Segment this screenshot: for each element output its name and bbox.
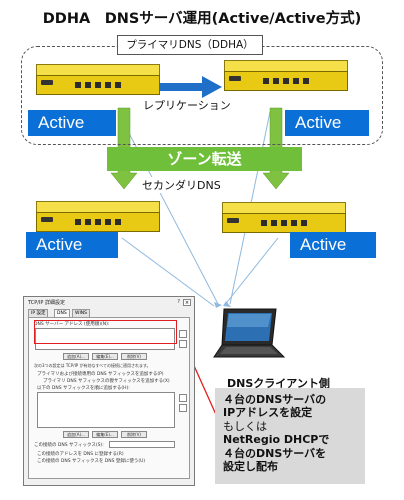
diagram-title: DDHA DNSサーバ運用(Active/Active方式) [42,11,362,27]
note-line-3: もしくは [223,419,267,433]
suffix-list[interactable] [37,392,175,428]
server-primary-2 [224,60,348,91]
note-line-5: ４台のDNSサーバを [223,446,327,460]
primary-dns-label: プライマリDNS（DDHA） [117,35,263,55]
dns-client-label: DNSクライアント側 [227,377,330,390]
server-secondary-1 [36,201,160,232]
laptop-icon [213,308,286,358]
dns-tab-panel: DNS サーバー アドレス (使用順)(N): 追加(A)... 編集(E)..… [28,317,190,479]
radio-primary-suffix[interactable]: プライマリおよび接続専用の DNS サフィックスを追加する(P) [37,372,164,377]
link-secondary2-client [223,237,279,307]
suffix-down-button[interactable] [179,404,187,412]
secondary-dns-label: セカンダリDNS [142,177,221,193]
link-arrowhead-1 [214,302,222,308]
active-label-secondary-2: Active [290,232,376,258]
note-line-6: 設定し配布 [223,460,278,474]
active-label-secondary-1: Active [26,232,118,258]
note-line-4: NetRegio DHCPで [223,433,330,447]
add-dns-button[interactable]: 追加(A)... [63,353,89,360]
suffix-up-button[interactable] [179,394,187,402]
dns-list-label: DNS サーバー アドレス (使用順)(N): [34,322,110,327]
check-parent-suffix[interactable]: プライマリ DNS サフィックスの親サフィックスを追加する(X) [43,379,170,384]
remove-suffix-button[interactable]: 削除(V) [121,431,147,438]
link-arrowhead-2 [223,301,231,307]
radio-append-suffixes[interactable]: 以下の DNS サフィックスを順に追加する(H): [37,386,130,391]
dns-list-highlight [34,320,177,344]
move-down-button[interactable] [179,340,187,348]
note-line-2: IPアドレスを設定 [223,406,313,420]
connection-suffix-label: この接続の DNS サフィックス(S): [34,443,104,448]
tcpip-settings-dialog: TCP/IP 詳細設定 ? × IP 設定 DNS WINS DNS サーバー … [23,296,195,486]
note-line-1: ４台のDNSサーバの [223,393,327,406]
server-primary-1 [36,64,160,95]
suffix-description: 次の3つの設定は TCP/IP が有効なすべての接続に適用されます。 [34,363,151,368]
dialog-title: TCP/IP 詳細設定 [28,300,66,306]
connection-suffix-input[interactable] [109,441,175,448]
add-suffix-button[interactable]: 追加(A)... [63,431,89,438]
link-secondary1-client [121,237,215,307]
dns-server-list[interactable] [35,328,175,350]
remove-dns-button[interactable]: 削除(V) [121,353,147,360]
check-use-suffix[interactable]: この接続の DNS サフィックスを DNS 登録に使う(U) [37,459,146,464]
close-button[interactable]: × [183,299,191,306]
active-label-primary-1: Active [28,110,116,136]
replication-label: レプリケーション [143,99,231,112]
client-note-box: ４台のDNSサーバの IPアドレスを設定 もしくは NetRegio DHCPで… [215,388,365,484]
replication-arrow [152,76,222,98]
edit-suffix-button[interactable]: 編集(E)... [92,431,118,438]
server-secondary-2 [222,202,346,233]
edit-dns-button[interactable]: 編集(E)... [92,353,118,360]
check-register-dns[interactable]: この接続のアドレスを DNS に登録する(R) [37,452,124,457]
help-icon[interactable]: ? [177,299,180,305]
move-up-button[interactable] [179,330,187,338]
zone-transfer-label: ゾーン転送 [107,147,302,171]
active-label-primary-2: Active [285,110,369,136]
